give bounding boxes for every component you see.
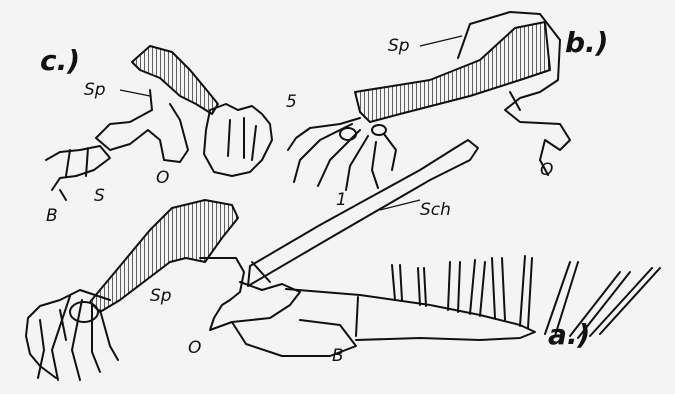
coracoid-c	[96, 90, 188, 162]
label-sp-a: Sp	[150, 286, 172, 306]
label-s-c: S	[94, 186, 105, 206]
ribs-a	[392, 256, 660, 338]
humerus-b	[355, 22, 550, 122]
panel-label-a: a.)	[548, 318, 590, 351]
label-sch: Sch	[420, 200, 451, 220]
panel-label-c: c.)	[40, 44, 80, 77]
claw-c	[204, 104, 272, 176]
label-digit-1: 1	[336, 190, 347, 210]
label-sp-c: Sp	[84, 80, 106, 100]
scapula-c	[132, 46, 218, 114]
label-b-a: B	[332, 346, 344, 366]
label-o-a: O	[188, 338, 201, 358]
label-sp-b: Sp	[388, 36, 410, 56]
label-o-c: O	[156, 168, 169, 188]
label-b-c: B	[46, 206, 58, 226]
panel-label-b: b.)	[565, 26, 608, 59]
label-o-b: O	[540, 160, 553, 180]
backbone-a	[286, 289, 535, 340]
label-digit-5: 5	[286, 92, 297, 112]
